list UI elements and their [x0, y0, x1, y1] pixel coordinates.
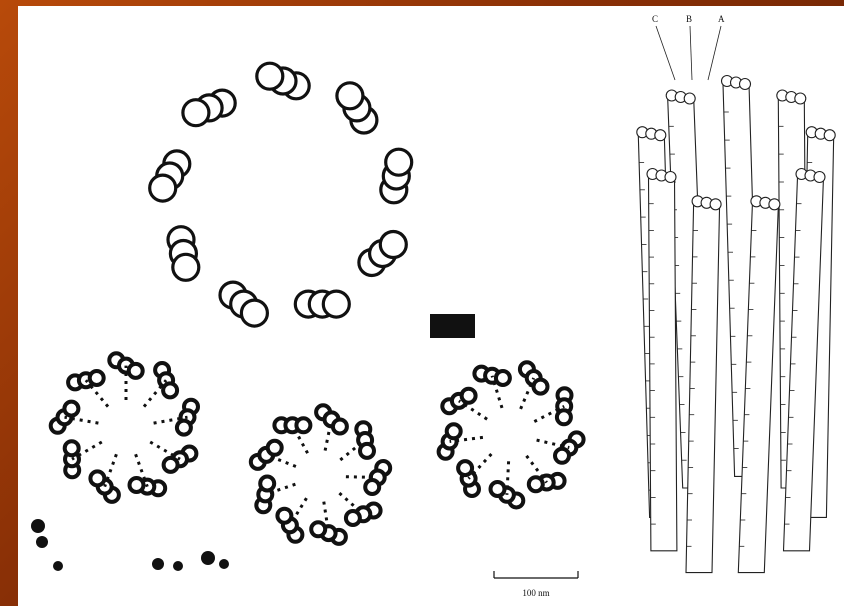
microtubule	[241, 300, 267, 326]
microtubule	[447, 424, 461, 438]
microtubule	[360, 444, 374, 458]
triplet	[154, 400, 198, 435]
triplet	[339, 493, 380, 525]
triplet	[520, 362, 548, 409]
microtubule	[557, 410, 571, 424]
debris-blob	[173, 561, 183, 571]
microtubule	[529, 477, 543, 491]
triplet	[442, 389, 487, 420]
triplet-ring-diagram	[150, 63, 412, 326]
microtubule	[337, 83, 363, 109]
microtubule	[260, 477, 274, 491]
centriole-3d-drawing	[637, 76, 835, 573]
centriole-figure: 100 nm C B A	[18, 6, 844, 606]
microtubule	[458, 461, 472, 475]
microtubule	[150, 175, 176, 201]
blade-top-circle	[814, 172, 825, 183]
triplet	[491, 461, 524, 507]
microtubule	[90, 471, 104, 485]
debris-blob	[31, 519, 45, 533]
triplet-label-c: C	[652, 14, 658, 24]
microtubule	[129, 364, 143, 378]
micrograph-dark-corner	[430, 314, 475, 338]
microtubule	[296, 418, 310, 432]
blade-top-circle	[769, 199, 780, 210]
microtubule	[177, 421, 191, 435]
triplet	[168, 227, 199, 281]
triplet	[256, 477, 295, 513]
triplet-label-a: A	[718, 14, 725, 24]
microtubule	[380, 232, 406, 258]
blade-top-circle	[710, 199, 721, 210]
blade-top-circle	[655, 130, 666, 141]
microtubule	[462, 389, 476, 403]
scale-bar	[494, 571, 578, 578]
triplet	[257, 63, 309, 99]
microtubule	[496, 371, 510, 385]
triplet	[90, 454, 119, 502]
micrograph	[51, 353, 198, 502]
triplet	[316, 405, 347, 450]
blade-top-circle	[665, 172, 676, 183]
triplet	[109, 353, 142, 400]
debris-blob	[36, 536, 48, 548]
microtubule	[90, 371, 104, 385]
triplet	[144, 363, 177, 407]
microtubule	[386, 149, 412, 175]
microtubule	[365, 480, 379, 494]
triplet-leader-lines	[656, 26, 721, 80]
microtubule	[164, 458, 178, 472]
triplet	[359, 232, 406, 276]
microtubule	[130, 478, 144, 492]
triplet	[150, 442, 196, 472]
microtubule	[491, 482, 505, 496]
microtubule	[323, 291, 349, 317]
triplet-blade	[647, 169, 677, 551]
blade-top-circle	[824, 130, 835, 141]
triplet	[474, 367, 510, 408]
triplet	[150, 151, 190, 201]
microtubule	[534, 380, 548, 394]
triplet	[439, 424, 483, 458]
triplet	[458, 454, 491, 496]
triplet	[183, 90, 235, 126]
triplet	[251, 441, 296, 469]
triplet	[337, 83, 377, 133]
triplet	[220, 282, 267, 326]
micrograph	[251, 405, 390, 544]
triplet	[381, 149, 412, 203]
triplet	[346, 461, 390, 494]
triplet	[51, 402, 99, 433]
triplet	[277, 498, 306, 542]
triplet	[311, 502, 346, 544]
triplet	[537, 432, 584, 462]
debris-blob	[201, 551, 215, 565]
microtubule	[346, 511, 360, 525]
blade-top-circle	[684, 93, 695, 104]
debris-blob	[219, 559, 229, 569]
debris-blob	[152, 558, 164, 570]
cross-section-micrographs	[31, 353, 584, 571]
microtubule	[64, 402, 78, 416]
scale-bar-label: 100 nm	[522, 588, 549, 598]
debris-blob	[53, 561, 63, 571]
triplet	[130, 454, 166, 495]
microtubule	[163, 383, 177, 397]
microtubule	[257, 63, 283, 89]
micrograph	[439, 362, 584, 507]
microtubule	[277, 509, 291, 523]
microtubule	[65, 441, 79, 455]
microtubule	[173, 254, 199, 280]
triplet	[295, 291, 349, 317]
blade-top-circle	[795, 93, 806, 104]
triplet-label-b: B	[686, 14, 692, 24]
figure-panel: 100 nm C B A	[18, 6, 844, 606]
microtubule	[268, 441, 282, 455]
microtubule	[555, 449, 569, 463]
microtubule	[183, 100, 209, 126]
blade-top-circle	[740, 79, 751, 90]
microtubule	[333, 420, 347, 434]
microtubule	[311, 522, 325, 536]
